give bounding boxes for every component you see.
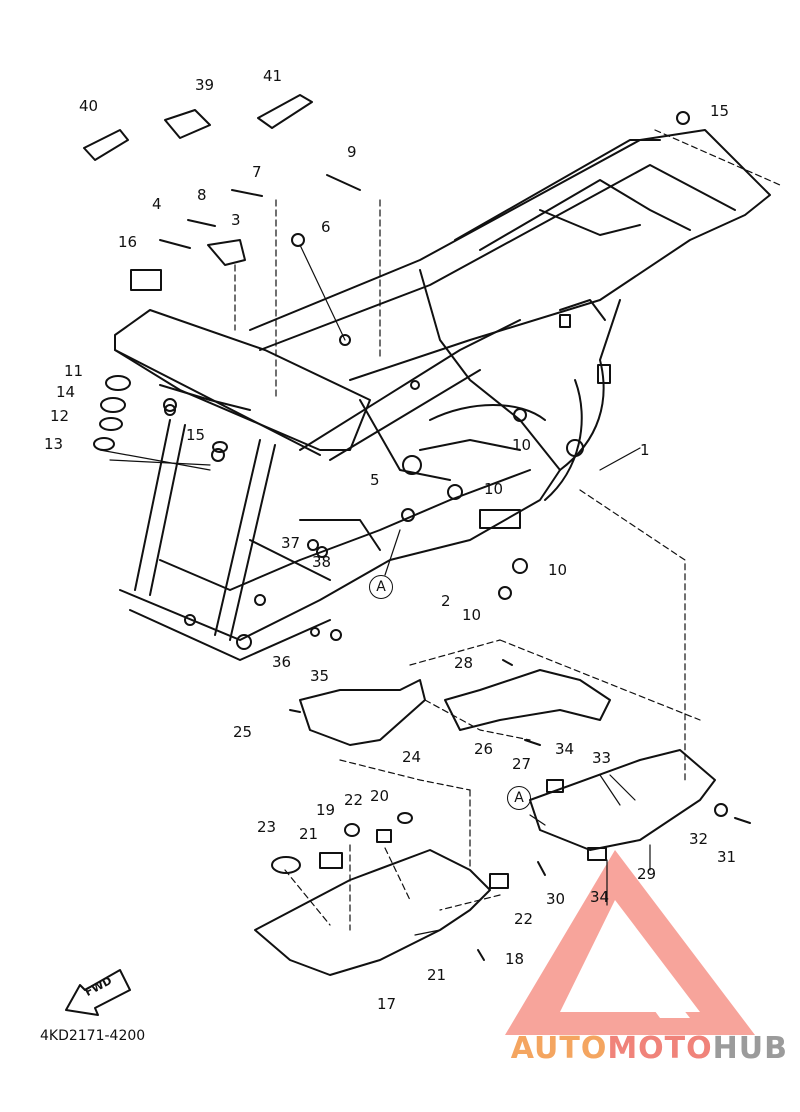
- callout-10b: 10: [484, 480, 504, 498]
- watermark-brand: AUTOMOTOHUB: [511, 1031, 788, 1066]
- callout-35: 35: [310, 667, 330, 685]
- callout-4: 4: [152, 195, 162, 213]
- callout-22a: 22: [344, 791, 364, 809]
- callout-15a: 15: [710, 102, 730, 120]
- diagram-code: 4KD2171-4200: [40, 1028, 146, 1044]
- callout-10d: 10: [462, 606, 482, 624]
- callout-34b: 34: [590, 888, 610, 906]
- callout-24: 24: [402, 748, 422, 766]
- callout-39: 39: [195, 76, 215, 94]
- callout-38: 38: [312, 553, 332, 571]
- callout-22b: 22: [514, 910, 534, 928]
- callout-2: 2: [441, 592, 451, 610]
- callout-10a: 10: [512, 436, 532, 454]
- callout-21a: 21: [299, 825, 319, 843]
- callout-6: 6: [321, 218, 331, 236]
- callout-37: 37: [281, 534, 301, 552]
- callout-9: 9: [347, 143, 357, 161]
- callout-40: 40: [79, 97, 99, 115]
- callout-18: 18: [505, 950, 525, 968]
- callout-28: 28: [454, 654, 474, 672]
- callout-8: 8: [197, 186, 207, 204]
- callout-29: 29: [637, 865, 657, 883]
- callout-33: 33: [592, 749, 612, 767]
- leader-lines: [99, 129, 781, 936]
- callout-30: 30: [546, 890, 566, 908]
- callout-10c: 10: [548, 561, 568, 579]
- callout-32: 32: [689, 830, 709, 848]
- callout-26: 26: [474, 740, 494, 758]
- reference-a-lower: A: [507, 786, 531, 810]
- callout-1: 1: [640, 441, 650, 459]
- callout-12: 12: [50, 407, 70, 425]
- callout-27: 27: [512, 755, 532, 773]
- callout-20: 20: [370, 787, 390, 805]
- callout-31: 31: [717, 848, 737, 866]
- callout-41: 41: [263, 67, 283, 85]
- callout-36: 36: [272, 653, 292, 671]
- callout-5: 5: [370, 471, 380, 489]
- brand-moto: MOTO: [607, 1031, 713, 1066]
- callout-25: 25: [233, 723, 253, 741]
- brand-auto: AUTO: [510, 1031, 608, 1066]
- brand-hub: HUB: [712, 1031, 788, 1066]
- callout-17: 17: [377, 995, 397, 1013]
- callout-11: 11: [64, 362, 84, 380]
- callout-3: 3: [231, 211, 241, 229]
- main-frame: [114, 111, 771, 661]
- fwd-arrow: [65, 969, 131, 1016]
- callout-13: 13: [44, 435, 64, 453]
- watermark-logo: [505, 850, 755, 1035]
- callout-15b: 15: [186, 426, 206, 444]
- callout-19: 19: [316, 801, 336, 819]
- callout-7: 7: [252, 163, 262, 181]
- reference-a-upper: A: [369, 575, 393, 599]
- callout-16: 16: [118, 233, 138, 251]
- callout-14: 14: [56, 383, 76, 401]
- callout-21b: 21: [427, 966, 447, 984]
- callout-34a: 34: [555, 740, 575, 758]
- callout-23: 23: [257, 818, 277, 836]
- small-parts: [83, 94, 361, 453]
